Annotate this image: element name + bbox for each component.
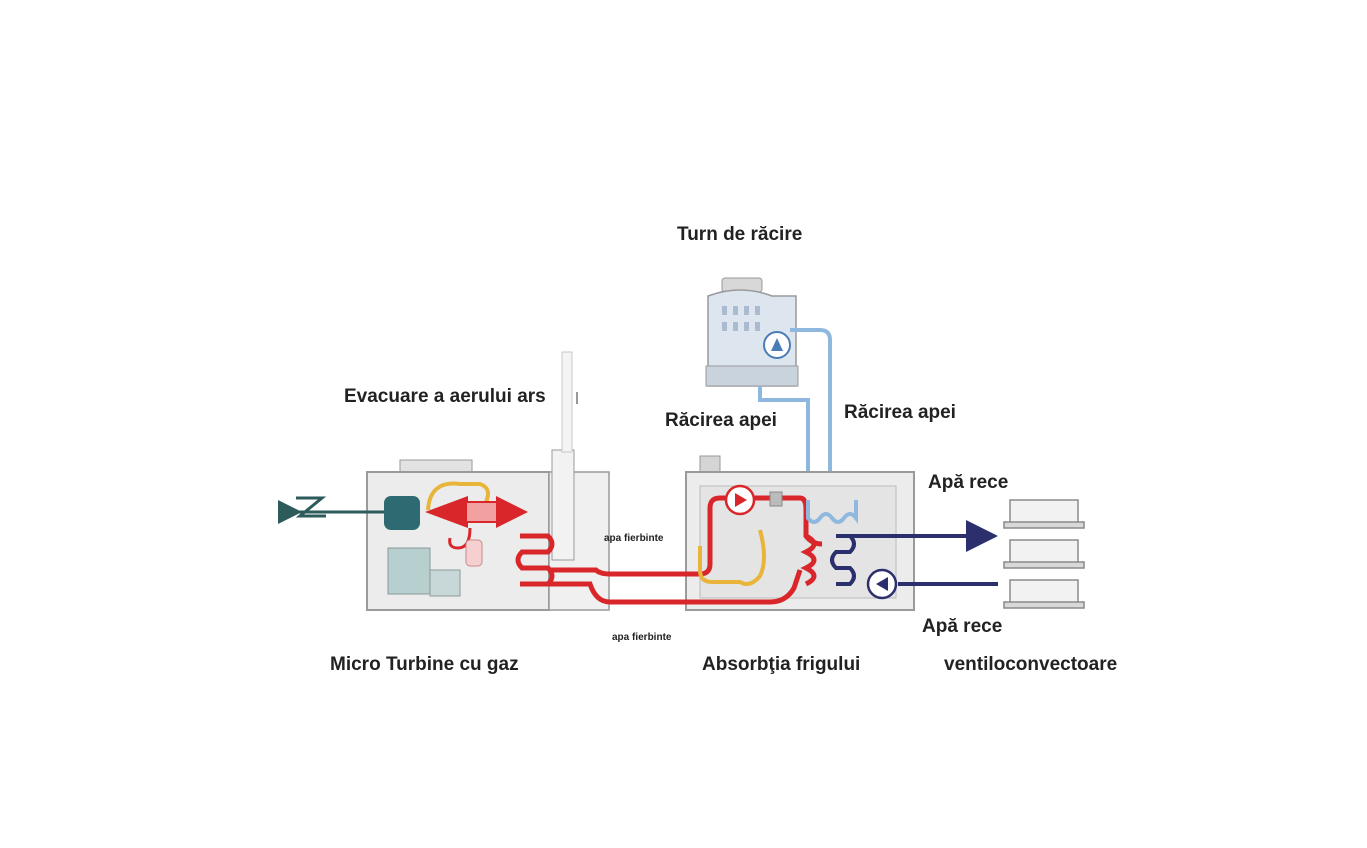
label-exhaust: Evacuare a aerului ars: [344, 386, 546, 407]
label-cooling-tower: Turn de răcire: [677, 224, 802, 245]
turbine-icon: [425, 496, 468, 528]
label-hot-water-bottom: apa fierbinte: [612, 632, 672, 643]
heat-recovery-coil: [515, 533, 555, 587]
fan-coil-icon: [1003, 499, 1085, 529]
label-micro-turbine: Micro Turbine cu gaz: [330, 654, 519, 675]
label-cooling-water-left: Răcirea apei: [665, 410, 777, 431]
label-cooling-water-right: Răcirea apei: [844, 402, 956, 423]
cooling-tower: [705, 277, 799, 387]
exhaust-stack: [551, 351, 578, 561]
label-fan-coils: ventiloconvectoare: [944, 654, 1117, 675]
cooling-water-pipe: [758, 328, 832, 500]
label-cold-water-out: Apă rece: [928, 472, 1008, 493]
label-hot-water-top: apa fierbinte: [604, 533, 664, 544]
generator-icon: [384, 496, 420, 530]
cold-water-pipe: [830, 520, 998, 586]
micro-turbine-unit: [366, 459, 610, 611]
fan-coil-icon: [1003, 579, 1085, 609]
condenser-coil: [806, 500, 858, 524]
electricity-output: [278, 496, 384, 524]
fan-coil-icon: [1003, 539, 1085, 569]
label-cold-water-return: Apă rece: [922, 616, 1002, 637]
solution-loop: [698, 529, 766, 586]
label-absorption: Absorbţia frigului: [702, 654, 860, 675]
fan-coil-units: [1003, 499, 1085, 609]
lightning-icon: [295, 496, 327, 518]
